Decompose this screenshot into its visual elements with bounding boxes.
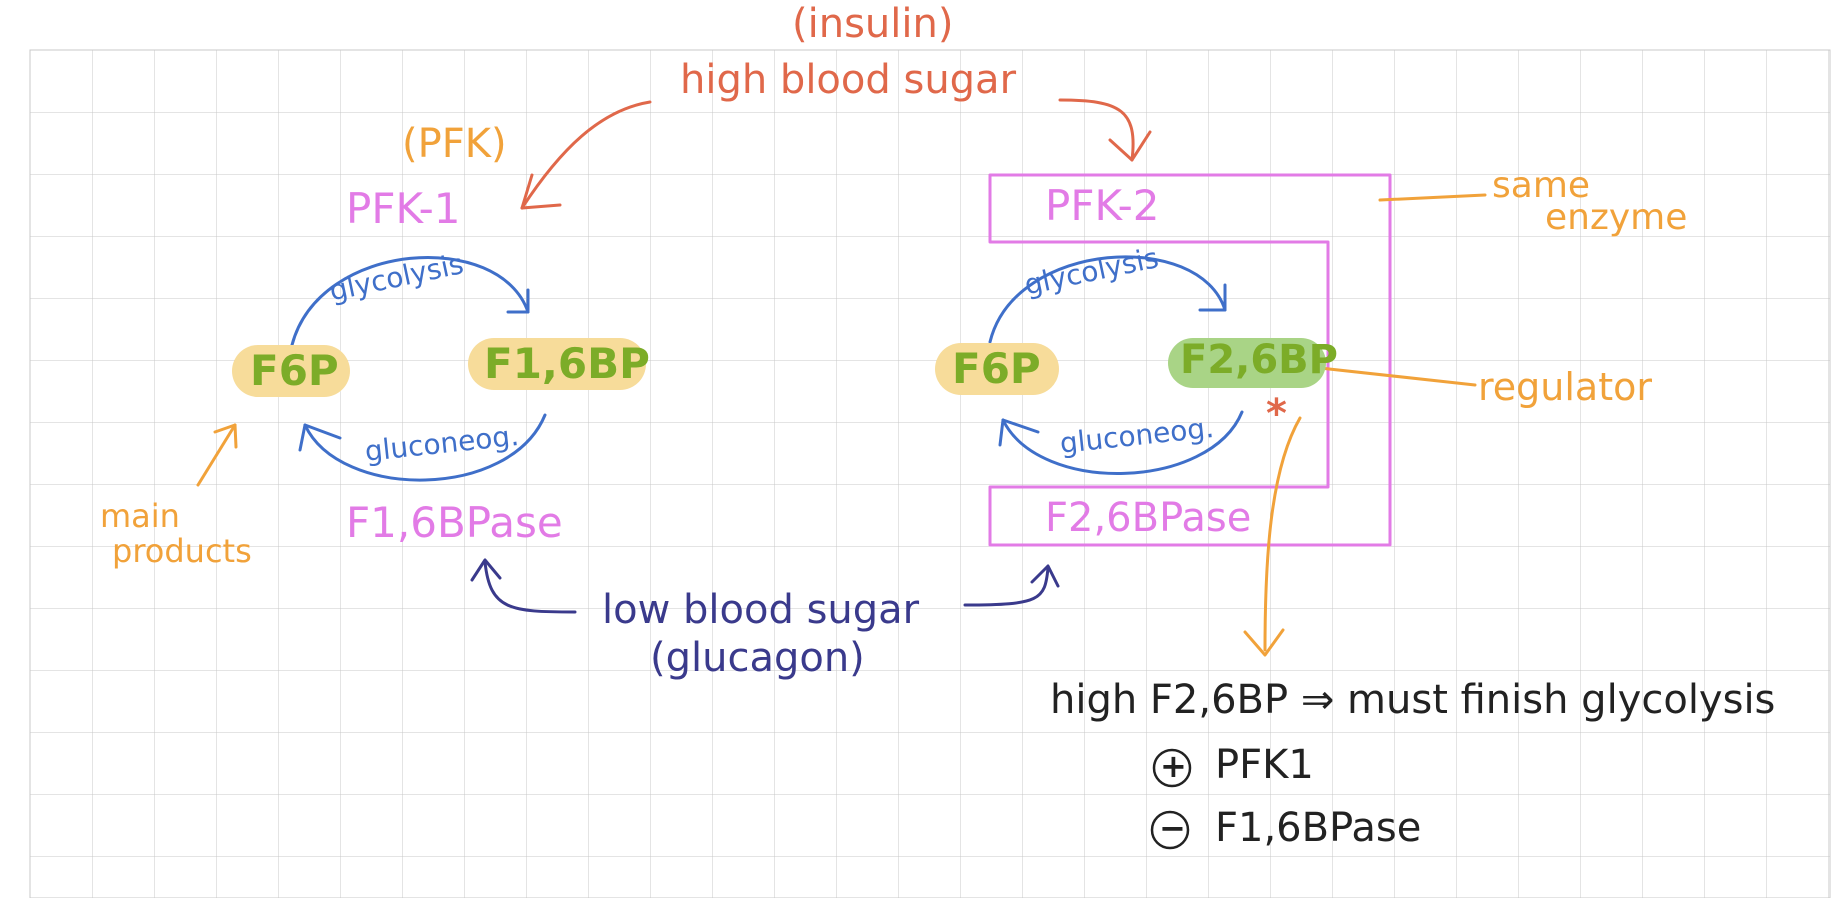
grid-paper (29, 49, 1831, 898)
orange-annotations (196, 193, 1487, 657)
main-products-label-line1: main (100, 497, 180, 535)
right-f6p-label: F6P (952, 344, 1041, 393)
minus-symbol: − (1159, 809, 1186, 847)
right-substrate-highlight (935, 343, 1059, 395)
glucagon-label: (glucagon) (650, 635, 865, 681)
asterisk-to-notes-arrow-head (1243, 628, 1285, 657)
main-products-arrow-head (213, 423, 238, 449)
right-gluconeog-arrow-head (998, 418, 1040, 447)
left-gluconeog-arrow-head (298, 423, 342, 452)
same-enzyme-line (1378, 193, 1487, 202)
right-cycle-arrows (988, 255, 1244, 475)
left-f16bp-label: F1,6BP (484, 339, 650, 388)
right-glycolysis-arrow-head (1198, 283, 1227, 312)
note-line2: PFK1 (1215, 742, 1314, 788)
f26bpase-label: F2,6BPase (1045, 495, 1252, 541)
plus-circle (1152, 748, 1192, 788)
low-blood-sugar-label: low blood sugar (602, 587, 920, 633)
minus-circle (1150, 810, 1190, 850)
insulin-label: (insulin) (792, 1, 954, 47)
arrow-to-pfk1-head (520, 173, 562, 210)
right-f26bp-label: F2,6BP (1180, 337, 1338, 383)
left-gluconeog-arrow (303, 413, 547, 482)
glucagon-arrows (470, 558, 1060, 614)
main-products-label-line2: products (112, 532, 252, 570)
left-glycolysis-arrow (290, 255, 530, 347)
regulator-line (1318, 366, 1477, 387)
left-cycle-arrows (290, 255, 547, 482)
arrow-to-f26bpase-head (1030, 564, 1060, 588)
arrow-to-f16bpase (483, 560, 577, 614)
right-product-highlight (1168, 338, 1326, 388)
left-glycolysis-arrow-head (506, 288, 530, 314)
pfk2-enzyme-box (988, 173, 1392, 547)
high-blood-sugar-label: high blood sugar (680, 57, 1017, 103)
pfk2-box-outline (988, 173, 1392, 547)
note-line1: high F2,6BP ⇒ must finish glycolysis (1050, 677, 1776, 723)
arrow-to-pfk2-head (1108, 130, 1152, 162)
right-gluconeog-arrow (1001, 410, 1244, 475)
asterisk-mark: * (1266, 391, 1287, 437)
pfk2-label: PFK-2 (1045, 181, 1160, 230)
left-product-highlight (468, 338, 646, 390)
arrow-to-f16bpase-head (470, 558, 502, 582)
left-substrate-highlight (232, 345, 350, 397)
pfk1-label: PFK-1 (346, 184, 461, 233)
arrow-to-pfk2 (1058, 98, 1135, 162)
same-enzyme-label-line1: same (1492, 165, 1591, 206)
arrow-to-pfk1 (520, 100, 652, 210)
plus-symbol: + (1160, 747, 1187, 785)
same-enzyme-label-line2: enzyme (1545, 197, 1688, 238)
right-glycolysis-arrow (988, 255, 1227, 344)
note-line3: F1,6BPase (1215, 805, 1422, 851)
regulator-label: regulator (1478, 365, 1652, 409)
asterisk-to-notes-line (1263, 416, 1302, 652)
pfk-note-label: (PFK) (402, 121, 507, 167)
left-f6p-label: F6P (250, 346, 339, 395)
arrow-to-f26bpase (963, 566, 1050, 607)
main-products-arrow (196, 423, 237, 487)
f16bpase-label: F1,6BPase (346, 498, 563, 547)
insulin-arrows (520, 98, 1152, 210)
